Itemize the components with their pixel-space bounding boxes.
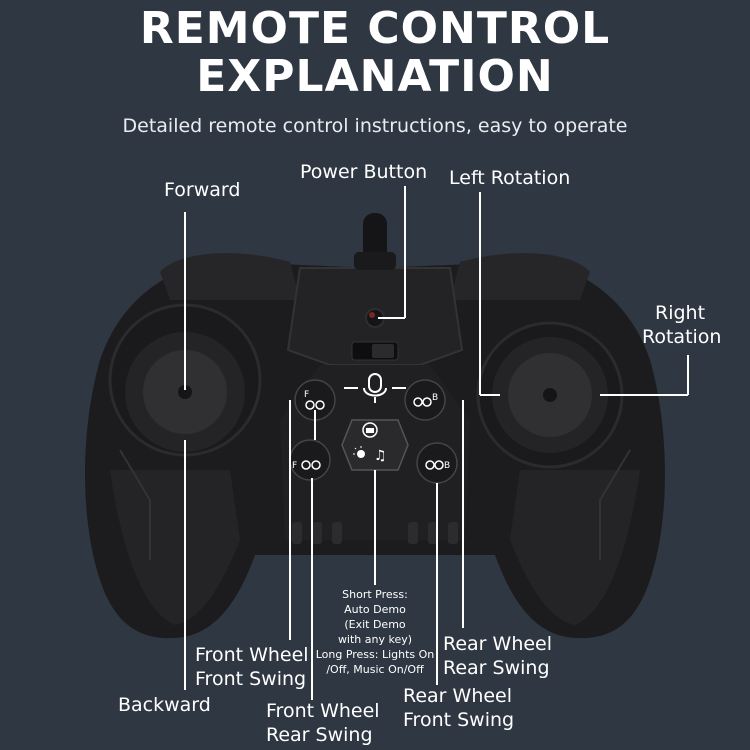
antenna <box>363 213 387 263</box>
button-rear-wheel-rear-swing: B <box>404 379 446 421</box>
leader-lines <box>184 186 689 700</box>
button-front-wheel-rear-swing: F <box>289 439 331 481</box>
label-front-wheel-front-swing-1: Front Wheel <box>195 644 309 666</box>
center-note-line-2: Auto Demo <box>344 603 406 616</box>
label-forward: Forward <box>164 179 241 201</box>
label-rear-wheel-front-swing-1: Rear Wheel <box>403 685 513 707</box>
demo-button <box>341 419 409 471</box>
button-front-wheel-front-swing: F <box>294 379 336 421</box>
label-front-wheel-rear-swing-2: Rear Swing <box>266 724 373 746</box>
microphone-icon <box>344 373 406 403</box>
center-note-line-5: Long Press: Lights On <box>315 648 435 661</box>
page-title-line-1: REMOTE CONTROL <box>139 3 611 54</box>
label-right-rotation-2: Rotation <box>642 326 722 348</box>
button-rear-wheel-front-swing: B <box>416 442 458 484</box>
label-backward: Backward <box>118 694 211 716</box>
svg-text:F: F <box>304 390 309 400</box>
svg-text:B: B <box>432 393 438 403</box>
label-right-rotation-1: Right <box>655 302 706 324</box>
label-front-wheel-front-swing-2: Front Swing <box>195 668 307 690</box>
center-note-line-4: with any key) <box>337 633 413 646</box>
svg-text:B: B <box>444 461 450 471</box>
left-shoulder <box>160 253 300 300</box>
right-shoulder <box>450 253 590 300</box>
label-left-rotation: Left Rotation <box>449 167 571 189</box>
center-note-line-3: (Exit Demo <box>344 618 406 631</box>
page-title-line-2: EXPLANATION <box>196 51 554 102</box>
light-icon <box>353 446 365 458</box>
svg-text:♫: ♫ <box>374 448 387 464</box>
lock-icon <box>362 422 378 438</box>
label-rear-wheel-rear-swing-1: Rear Wheel <box>443 633 553 655</box>
music-note-icon: ♫ <box>374 448 387 464</box>
svg-text:F: F <box>292 461 297 471</box>
center-note-line-1: Short Press: <box>342 588 408 601</box>
label-power-button: Power Button <box>300 161 428 183</box>
label-front-wheel-rear-swing-1: Front Wheel <box>266 700 380 722</box>
page-subtitle: Detailed remote control instructions, ea… <box>122 115 628 137</box>
label-rear-wheel-front-swing-2: Front Swing <box>403 709 515 731</box>
center-note-line-6: /Off, Music On/Off <box>326 663 424 676</box>
label-rear-wheel-rear-swing-2: Rear Swing <box>443 657 550 679</box>
